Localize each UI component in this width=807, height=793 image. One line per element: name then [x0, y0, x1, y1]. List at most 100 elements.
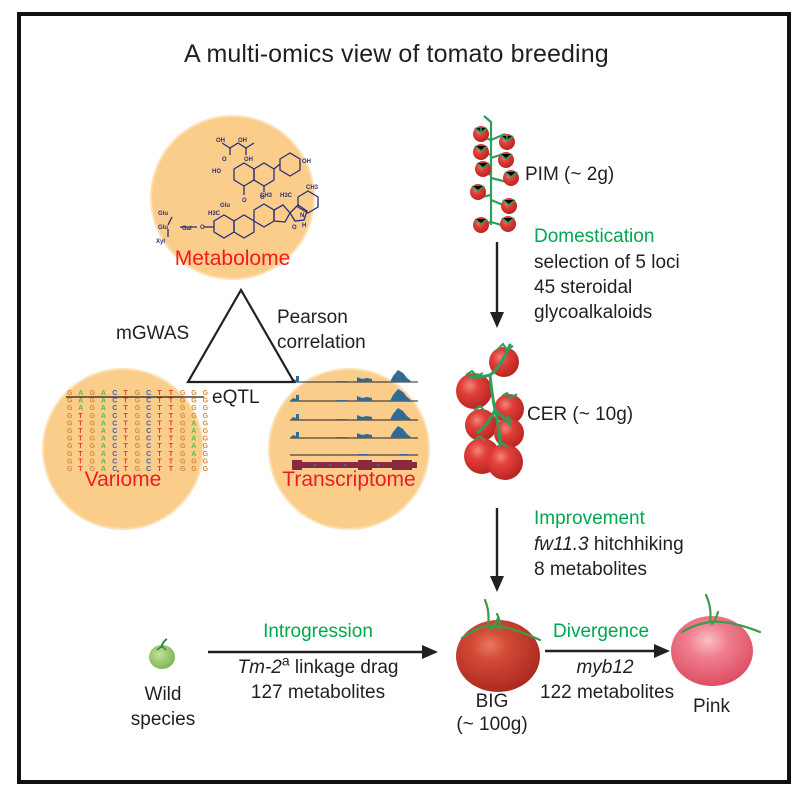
- sequence-base: T: [124, 466, 129, 473]
- sequence-base: A: [101, 420, 106, 427]
- domestication-line-1: selection of 5 loci: [534, 252, 680, 273]
- sequence-base: A: [101, 458, 106, 465]
- coverage-peak: [390, 389, 412, 401]
- sequence-base: A: [101, 390, 106, 397]
- sequence-base: T: [169, 443, 174, 450]
- introgression-gene-sup: a: [281, 652, 290, 669]
- sequence-base: G: [90, 390, 96, 397]
- sequence-base: G: [67, 398, 73, 405]
- sequence-base: T: [169, 451, 174, 458]
- sequence-base: G: [135, 398, 141, 405]
- sequence-base: G: [67, 451, 73, 458]
- sequence-base: G: [180, 451, 186, 458]
- svg-text:OH: OH: [238, 138, 247, 144]
- sequence-base: G: [67, 413, 73, 420]
- svg-text:Glu: Glu: [158, 225, 168, 231]
- svg-text:Gal: Gal: [182, 226, 192, 232]
- sequence-base: C: [112, 413, 117, 420]
- coverage-peak: [357, 415, 372, 420]
- sequence-base: A: [191, 420, 196, 427]
- sequence-base: C: [112, 458, 117, 465]
- svg-text:OH: OH: [302, 159, 311, 165]
- metabolome-label: Metabolome: [174, 247, 291, 270]
- svg-text:O: O: [292, 225, 297, 231]
- sequence-base: G: [67, 428, 73, 435]
- pearson-label-line2: correlation: [277, 332, 366, 353]
- introgression-gene: Tm-2: [237, 657, 282, 678]
- sequence-base: T: [78, 436, 83, 443]
- sequence-base: G: [203, 413, 209, 420]
- sequence-base: G: [203, 451, 209, 458]
- sequence-base: T: [124, 398, 129, 405]
- coverage-peak: [357, 377, 372, 382]
- transcriptome-circle: Transcriptome: [268, 368, 430, 530]
- sequence-base: T: [124, 390, 129, 397]
- sequence-base: C: [112, 398, 117, 405]
- sequence-base: G: [135, 405, 141, 412]
- sequence-base: G: [203, 390, 209, 397]
- domestication-line-2: 45 steroidal: [534, 277, 633, 298]
- sequence-base: T: [169, 466, 174, 473]
- sequence-base: T: [169, 413, 174, 420]
- divergence-gene: myb12: [576, 657, 634, 678]
- coverage-peak: [290, 432, 299, 438]
- coverage-peak: [337, 400, 347, 401]
- sequence-base: A: [78, 390, 83, 397]
- svg-text:O: O: [260, 195, 265, 201]
- rna-seq-tracks-icon: [290, 370, 418, 470]
- sequence-base: A: [191, 428, 196, 435]
- sequence-base: C: [112, 443, 117, 450]
- sequence-base: T: [124, 458, 129, 465]
- sequence-base: G: [203, 405, 209, 412]
- sequence-base: G: [90, 413, 96, 420]
- sequence-base: C: [146, 466, 151, 473]
- svg-text:Glu: Glu: [158, 211, 168, 217]
- svg-text:H3C: H3C: [280, 193, 293, 199]
- cer-label: CER (~ 10g): [527, 404, 634, 425]
- coverage-peak: [290, 414, 299, 420]
- introgression-title: Introgression: [263, 621, 373, 642]
- sequence-base: G: [135, 451, 141, 458]
- pim-label: PIM (~ 2g): [525, 164, 615, 185]
- sequence-base: T: [124, 443, 129, 450]
- sequence-base: G: [191, 405, 197, 412]
- coverage-peak: [337, 437, 347, 438]
- sequence-base: C: [146, 390, 151, 397]
- svg-text:Xyl: Xyl: [156, 239, 165, 245]
- domestication-block: Domestication selection of 5 loci 45 ste…: [534, 225, 680, 324]
- sequence-base: T: [157, 466, 162, 473]
- sequence-base: A: [78, 398, 83, 405]
- sequence-base: G: [135, 428, 141, 435]
- sequence-base: C: [112, 436, 117, 443]
- sequence-base: T: [169, 420, 174, 427]
- sequence-base: G: [203, 420, 209, 427]
- sequence-base: A: [101, 428, 106, 435]
- improvement-block: Improvement fw11.3 hitchhiking 8 metabol…: [534, 507, 684, 581]
- sequence-base: G: [180, 390, 186, 397]
- sequence-base: T: [169, 428, 174, 435]
- sequence-base: G: [135, 420, 141, 427]
- sequence-base: C: [146, 436, 151, 443]
- sequence-base: T: [78, 466, 83, 473]
- sequence-base: T: [157, 398, 162, 405]
- sequence-base: G: [135, 413, 141, 420]
- sequence-base: G: [203, 436, 209, 443]
- improvement-line-1: fw11.3 hitchhiking: [534, 533, 684, 556]
- sequence-base: G: [135, 436, 141, 443]
- sequence-base: G: [191, 458, 197, 465]
- sequence-base: G: [135, 443, 141, 450]
- sequence-base: T: [78, 428, 83, 435]
- sequence-base: G: [180, 466, 186, 473]
- sequence-base: G: [90, 443, 96, 450]
- sequence-base: T: [78, 443, 83, 450]
- svg-text:HO: HO: [212, 169, 221, 175]
- introgression-gene-suffix: linkage drag: [289, 657, 399, 678]
- sequence-base: G: [90, 466, 96, 473]
- sequence-base: T: [124, 428, 129, 435]
- sequence-base: A: [101, 413, 106, 420]
- divergence-line-2: 122 metabolites: [540, 682, 675, 703]
